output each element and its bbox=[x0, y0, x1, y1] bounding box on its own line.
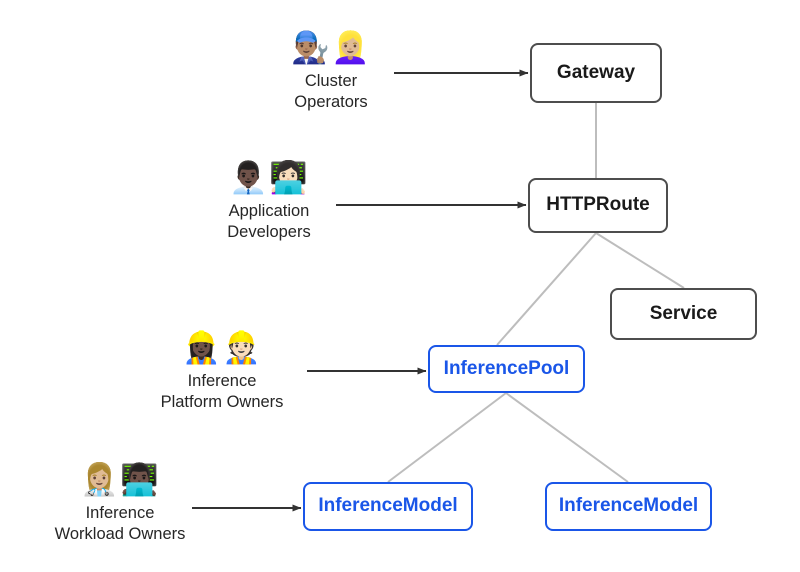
node-service[interactable]: Service bbox=[610, 288, 757, 340]
persona-label-line: Developers bbox=[227, 222, 311, 241]
persona-label-line: Platform Owners bbox=[160, 392, 284, 411]
node-gateway[interactable]: Gateway bbox=[530, 43, 662, 103]
persona-arrows bbox=[192, 69, 529, 512]
persona-icon-woman-construction-worker-and-construction-worker-icon: 👷🏿‍♀️👷🏻 bbox=[182, 330, 262, 366]
persona-label-line: Workload Owners bbox=[54, 524, 186, 543]
node-label: InferenceModel bbox=[318, 495, 458, 517]
persona-icon-man-mechanic-and-woman-mechanic-icon: 👨🏽‍🔧👱🏼‍♀️ bbox=[291, 30, 371, 66]
node-httproute[interactable]: HTTPRoute bbox=[528, 178, 668, 233]
edge-httproute-service bbox=[595, 232, 685, 289]
persona-label-line: Cluster bbox=[304, 72, 358, 90]
edge-inferencepool-model2 bbox=[505, 392, 629, 483]
node-label: Service bbox=[649, 302, 718, 324]
node-label: Gateway bbox=[556, 61, 636, 83]
persona-label-line: Inference bbox=[85, 504, 155, 522]
node-inferencepool[interactable]: InferencePool bbox=[428, 345, 585, 393]
edge-httproute-inferencepool bbox=[496, 232, 597, 346]
edge-inferencepool-model1 bbox=[387, 392, 507, 483]
persona-icon-woman-health-worker-and-man-technologist-icon: 👩🏼‍⚕️👨🏿‍💻 bbox=[80, 462, 160, 498]
node-inferencemodel2[interactable]: InferenceModel bbox=[545, 482, 712, 531]
node-label: InferencePool bbox=[443, 357, 570, 379]
persona-label-line: Operators bbox=[294, 92, 368, 111]
node-inferencemodel1[interactable]: InferenceModel bbox=[303, 482, 473, 531]
persona-label-line: Application bbox=[228, 202, 310, 220]
node-label: HTTPRoute bbox=[546, 194, 650, 216]
persona-label-line: Inference bbox=[187, 372, 257, 390]
persona-icon-office-worker-and-woman-technologist-icon: 👨🏿‍💼👩🏻‍💻 bbox=[229, 160, 309, 196]
node-label: InferenceModel bbox=[558, 495, 699, 517]
